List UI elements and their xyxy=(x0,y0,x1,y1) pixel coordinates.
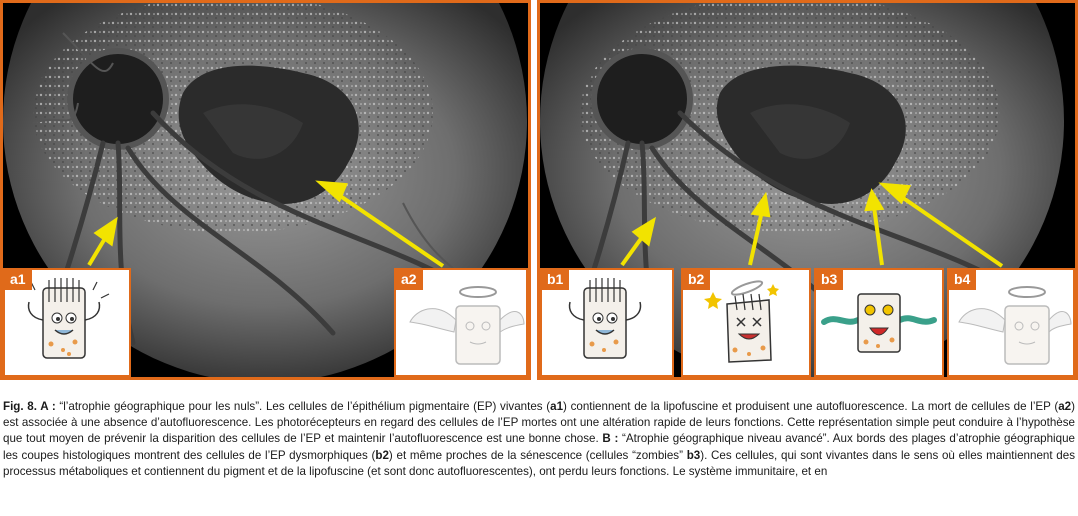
happy-cell-icon xyxy=(27,278,110,359)
caption-ref-b2: b2 xyxy=(375,448,389,462)
caption-ref-a1: a1 xyxy=(550,400,564,413)
caption-text: “l’atrophie géographique pour les nuls”.… xyxy=(55,400,551,413)
inset-a1-living-cell: a1 xyxy=(3,268,131,377)
label-b1: b1 xyxy=(542,270,570,290)
fundus-panel-a: a1 a2 xyxy=(0,0,531,380)
angel-cell-icon xyxy=(958,286,1072,365)
dizzy-cell-icon xyxy=(704,280,779,363)
caption-text: ) est associée à une absence d’autofluor… xyxy=(3,400,1075,446)
label-b4: b4 xyxy=(949,270,977,290)
caption-text: ). Ces cellules, qui sont vivantes dans … xyxy=(3,448,1075,478)
figure-caption: Fig. 8. A : “l’atrophie géographique pou… xyxy=(3,399,1075,480)
caption-ref-a2: a2 xyxy=(1058,400,1072,413)
inset-b1-living-cell: b1 xyxy=(540,268,674,377)
fundus-panel-b: b1 b2 b3 xyxy=(537,0,1078,380)
caption-text: “Atrophie géographique niveau avancé”. A… xyxy=(3,432,1075,462)
caption-lead-a: Fig. 8. A : xyxy=(3,400,56,413)
fundus-autofluorescence-image-a xyxy=(3,3,528,377)
label-a1: a1 xyxy=(5,270,32,290)
label-b3: b3 xyxy=(816,270,844,290)
happy-cell-icon xyxy=(568,278,642,359)
inset-a2-dead-cell: a2 xyxy=(394,268,528,377)
inset-b4-dead-cell: b4 xyxy=(947,268,1075,377)
inset-b3-zombie-cell: b3 xyxy=(814,268,944,377)
caption-ref-b3: b3 xyxy=(686,448,701,462)
inset-b2-dysmorphic-cell: b2 xyxy=(681,268,811,377)
zombie-cell-icon xyxy=(821,293,937,353)
angel-cell-icon xyxy=(409,286,525,365)
caption-text: ) et même proches de la sénescence (cell… xyxy=(388,448,687,462)
label-b2: b2 xyxy=(683,270,711,290)
caption-text: ) contiennent de la lipofuscine et produ… xyxy=(563,400,1059,413)
label-a2: a2 xyxy=(396,270,423,290)
caption-lead-b: B : xyxy=(602,432,619,446)
